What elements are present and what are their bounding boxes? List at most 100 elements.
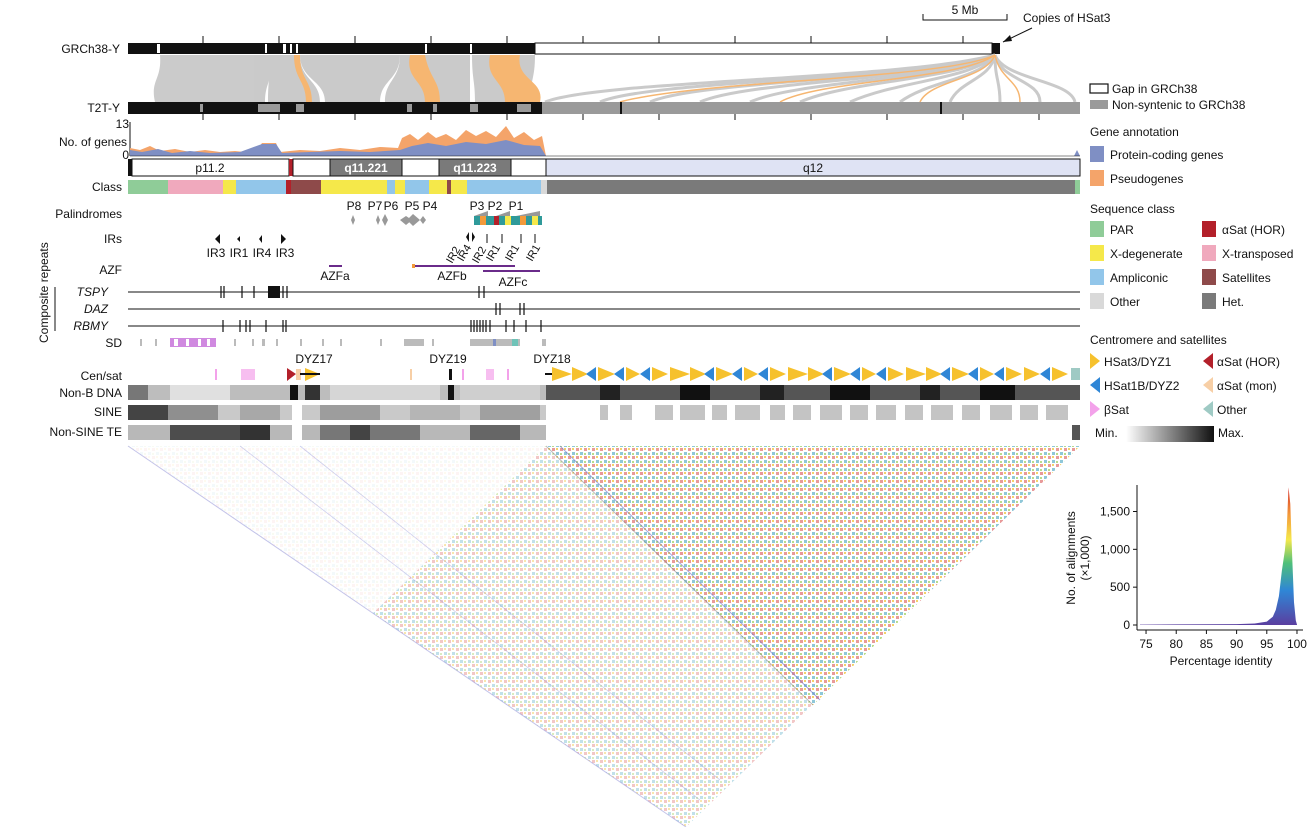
legend-protein-swatch	[1090, 146, 1104, 162]
legend-hsat3: HSat3/DYZ1	[1104, 355, 1172, 369]
legend-min: Min.	[1095, 426, 1118, 440]
hist-ylabel: No. of alignments(×1,000)	[1064, 511, 1092, 604]
legend-hsat3-swatch	[1090, 353, 1100, 369]
legend-max: Max.	[1218, 426, 1244, 440]
azf-bars: AZFa AZFb AZFc	[320, 264, 540, 289]
legend-xtrans-swatch	[1202, 245, 1216, 261]
dotplot-triangle	[127, 445, 1080, 827]
sine-track	[128, 405, 1068, 420]
hist-y-tick-label: 1,000	[1100, 542, 1130, 556]
class-track	[128, 180, 1080, 194]
band-q11-223: q11.223	[453, 161, 497, 175]
ir-right-5: IR1	[503, 243, 522, 264]
hist-area	[1140, 487, 1297, 625]
rbmy-label: RBMY	[73, 319, 109, 333]
hist-x-tick-label: 85	[1200, 637, 1214, 651]
legend-pseudo: Pseudogenes	[1110, 172, 1183, 186]
genes-track-label: No. of genes	[59, 135, 127, 149]
nonsine-track	[128, 425, 1080, 440]
class-track-label: Class	[92, 180, 122, 194]
band-p11-2: p11.2	[195, 161, 224, 175]
legend-gap: Gap in GRCh38	[1112, 82, 1198, 96]
legend-par: PAR	[1110, 223, 1134, 237]
censat-label: Cen/sat	[81, 369, 123, 383]
legend-par-swatch	[1090, 221, 1104, 237]
hist-y-tick-label: 500	[1110, 580, 1130, 594]
palindrome-p6: P6	[384, 199, 399, 213]
nonb-label: Non-B DNA	[59, 386, 122, 400]
palindrome-p3: P3	[470, 199, 485, 213]
hist-x-tick-label: 100	[1287, 637, 1307, 651]
callout-arrowhead	[1003, 35, 1012, 42]
tspy-label: TSPY	[77, 285, 109, 299]
palindrome-marks	[351, 211, 542, 226]
palindrome-p1: P1	[509, 199, 524, 213]
legend-othersat-swatch	[1203, 401, 1213, 417]
legend-protein: Protein-coding genes	[1110, 148, 1223, 162]
irs-label: IRs	[104, 232, 122, 246]
legend-asat-mon: αSat (mon)	[1217, 379, 1277, 393]
scale-bar-label: 5 Mb	[952, 3, 979, 17]
legend-asat: αSat (HOR)	[1222, 223, 1285, 237]
legend-othersat: Other	[1217, 403, 1247, 417]
legend-pseudo-swatch	[1090, 170, 1104, 186]
azfa-label: AZFa	[320, 269, 350, 283]
t2t-label: T2T-Y	[87, 101, 120, 115]
hist-xlabel: Percentage identity	[1170, 654, 1273, 668]
legend-het-swatch	[1202, 293, 1216, 309]
censat-track	[215, 367, 1080, 381]
sine-label: SINE	[94, 405, 122, 419]
legend-asat-hor: αSat (HOR)	[1217, 355, 1280, 369]
palindrome-p8: P8	[347, 199, 362, 213]
legend-xtrans: X-transposed	[1222, 247, 1293, 261]
legend-bsat: βSat	[1104, 403, 1130, 417]
ir-left-3: IR4	[253, 246, 272, 260]
hist-x-tick-label: 75	[1139, 637, 1153, 651]
palindrome-p4: P4	[423, 199, 438, 213]
legend-nonsyntenic-swatch	[1090, 100, 1108, 109]
hist-x-tick-label: 80	[1170, 637, 1184, 651]
hist-y-tick-label: 1,500	[1100, 504, 1130, 518]
legend: Gap in GRCh38 Non-syntenic to GRCh38 Gen…	[1089, 82, 1293, 442]
nonb-track	[128, 385, 1080, 400]
legend-bsat-swatch	[1090, 401, 1100, 417]
hist-x-tick-label: 95	[1260, 637, 1274, 651]
legend-het: Het.	[1222, 295, 1244, 309]
hist-y-ticks: 0 500 1,000 1,500	[1100, 504, 1137, 632]
hist-x-tick-label: 90	[1230, 637, 1244, 651]
hist-y-tick-label: 0	[1123, 618, 1130, 632]
daz-label: DAZ	[84, 302, 109, 316]
genes-min-tick: 0	[122, 148, 129, 162]
ir-marks	[215, 232, 475, 244]
dyz18-label: DYZ18	[533, 352, 571, 366]
legend-asat-mon-swatch	[1203, 377, 1213, 393]
dyz19-label: DYZ19	[429, 352, 467, 366]
ir-left-4: IR3	[276, 246, 295, 260]
legend-censat-title: Centromere and satellites	[1090, 333, 1227, 347]
ir-labels-left: IR3 IR1 IR4 IR3	[207, 246, 295, 260]
hsat3-callout: Copies of HSat3	[1023, 11, 1111, 25]
band-q11-221: q11.221	[344, 161, 388, 175]
legend-nonsyntenic: Non-syntenic to GRCh38	[1112, 98, 1246, 112]
composite-tracks	[128, 286, 1080, 332]
hist-x-ticks: 75 80 85 90 95 100	[1139, 630, 1307, 651]
legend-asat-hor-swatch	[1203, 353, 1213, 369]
palindrome-labels: P8 P7 P6 P5 P4 P3 P2 P1	[347, 199, 524, 213]
ir-ticks	[486, 234, 536, 243]
nonsine-label: Non-SINE TE	[50, 425, 122, 439]
azf-label: AZF	[99, 263, 122, 277]
t2t-chromosome	[128, 102, 1080, 120]
ir-right-4: IR1	[484, 243, 503, 264]
legend-ampliconic: Ampliconic	[1110, 271, 1168, 285]
ir-right-6: IR1	[524, 243, 543, 264]
identity-histogram: 75 80 85 90 95 100 0 500 1,000 1,500 Percentage …	[1064, 485, 1307, 668]
palindrome-p2: P2	[488, 199, 503, 213]
legend-xdeg-swatch	[1090, 245, 1104, 261]
ir-left-1: IR3	[207, 246, 226, 260]
palindromes-label: Palindromes	[55, 207, 122, 221]
band-q12: q12	[803, 161, 823, 175]
sd-track	[140, 338, 546, 347]
palindrome-p5: P5	[405, 199, 420, 213]
legend-satellites: Satellites	[1222, 271, 1271, 285]
legend-ampliconic-swatch	[1090, 269, 1104, 285]
